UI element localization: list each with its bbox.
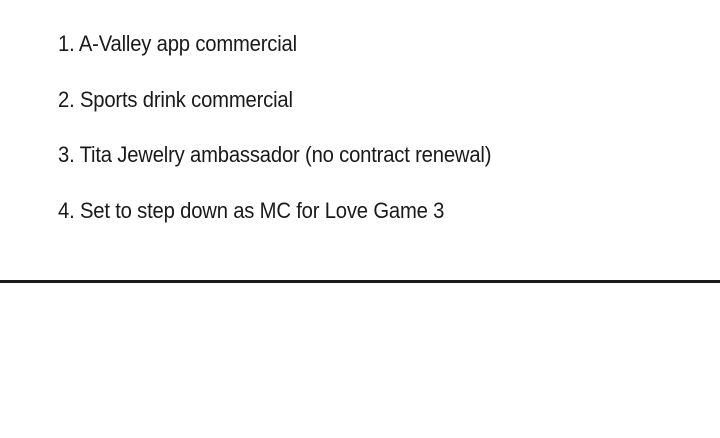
horizontal-divider — [0, 280, 720, 283]
list-item: 4. Set to step down as MC for Love Game … — [58, 197, 445, 223]
list-item: 1. A-Valley app commercial — [58, 31, 297, 56]
numbered-list: 1. A-Valley app commercial 2. Sports dri… — [58, 26, 529, 248]
list-item: 2. Sports drink commercial — [58, 86, 293, 112]
list-item: 3. Tita Jewelry ambassador (no contract … — [58, 142, 492, 167]
